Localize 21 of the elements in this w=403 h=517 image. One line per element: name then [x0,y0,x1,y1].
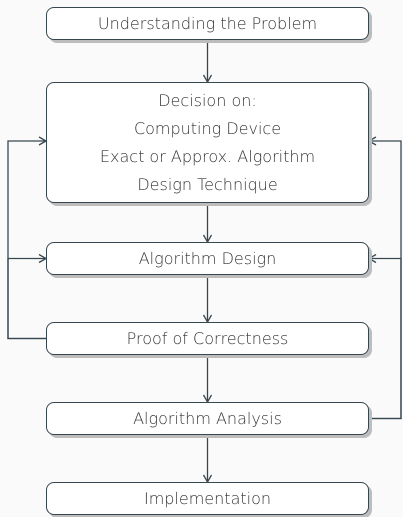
arrow [202,435,212,483]
process-box [46,482,369,515]
process-box [46,402,369,435]
arrow [202,355,212,403]
box-text: Decision on: [158,90,257,112]
box-text: Computing Device [134,118,282,140]
arrow [202,40,212,83]
process-box [46,7,369,40]
arrow [7,254,47,340]
process-box [46,242,369,275]
process-box [46,82,369,203]
box-text: Algorithm Analysis [133,408,282,430]
box-text: Design Technique [137,174,278,196]
arrow [202,203,212,243]
arrow [202,275,212,323]
process-box [46,322,369,355]
box-text: Algorithm Design [138,248,276,270]
box-text: Proof of Correctness [126,328,288,350]
box-text: Understanding the Problem [98,12,318,34]
box-text: Implementation [144,488,272,510]
box-text: Exact or Approx. Algorithm [100,146,316,168]
